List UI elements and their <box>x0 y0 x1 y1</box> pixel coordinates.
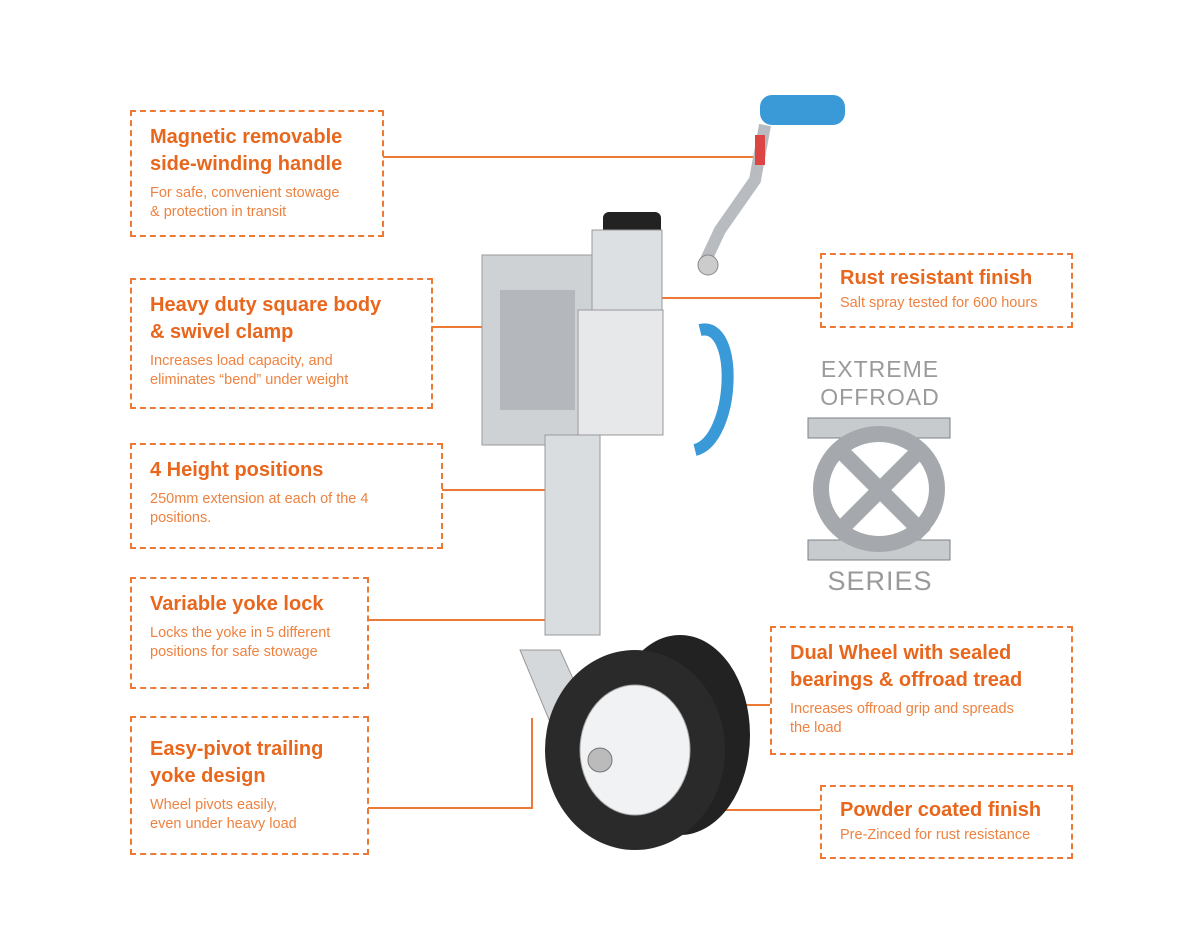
feature-desc: 250mm extension at each of the 4 <box>150 491 369 507</box>
feature-desc: Locks the yoke in 5 different <box>150 625 331 641</box>
feature-title: Magnetic removable <box>150 126 343 148</box>
feature-title: bearings & offroad tread <box>790 669 1023 691</box>
feature-desc: positions. <box>150 510 212 526</box>
feature-desc: Pre-Zinced for rust resistance <box>840 827 1031 843</box>
feature-title: & swivel clamp <box>150 321 294 343</box>
feature-desc: the load <box>790 720 842 736</box>
square-body <box>544 212 734 636</box>
swivel-clamp <box>481 254 593 446</box>
xo-series-emblem <box>807 417 951 561</box>
feature-title: Heavy duty square body <box>150 294 382 316</box>
feature-desc: Increases load capacity, and <box>150 353 333 369</box>
feature-powder-coated: Powder coated finish Pre-Zinced for rust… <box>820 785 1073 859</box>
feature-dual-wheel: Dual Wheel with sealed bearings & offroad… <box>770 626 1073 755</box>
feature-title: 4 Height positions <box>150 459 324 481</box>
feature-title: yoke design <box>150 765 266 787</box>
feature-title: Variable yoke lock <box>150 593 324 615</box>
feature-height-positions: 4 Height positions 250mm extension at ea… <box>130 443 443 549</box>
feature-desc: & protection in transit <box>150 204 287 220</box>
winding-handle <box>697 95 845 276</box>
logo-line-offroad: OFFROAD <box>820 384 940 410</box>
logo-line-series: SERIES <box>827 566 933 596</box>
feature-desc: positions for safe stowage <box>150 644 318 660</box>
dual-wheel <box>519 635 750 850</box>
feature-title: Easy-pivot trailing <box>150 738 324 760</box>
feature-trailing-yoke: Easy-pivot trailing yoke design Wheel piv… <box>130 716 369 855</box>
feature-desc: eliminates “bend” under weight <box>150 372 349 388</box>
feature-desc: Salt spray tested for 600 hours <box>840 295 1038 311</box>
feature-rust-resistant: Rust resistant finish Salt spray tested … <box>820 253 1073 328</box>
feature-title: Rust resistant finish <box>840 267 1033 289</box>
feature-title: side-winding handle <box>150 153 343 175</box>
leader-lines <box>368 156 820 811</box>
feature-desc: Increases offroad grip and spreads <box>790 701 1014 717</box>
feature-handle: Magnetic removable side-winding handle Fo… <box>130 110 384 237</box>
feature-desc: even under heavy load <box>150 816 297 832</box>
feature-title: Dual Wheel with sealed <box>790 642 1012 664</box>
feature-body-clamp: Heavy duty square body & swivel clamp Inc… <box>130 278 433 409</box>
feature-title: Powder coated finish <box>840 799 1042 821</box>
feature-yoke-lock: Variable yoke lock Locks the yoke in 5 d… <box>130 577 369 689</box>
feature-desc: For safe, convenient stowage <box>150 185 340 201</box>
feature-desc: Wheel pivots easily, <box>150 797 278 813</box>
logo-line-extreme: EXTREME <box>820 356 940 382</box>
